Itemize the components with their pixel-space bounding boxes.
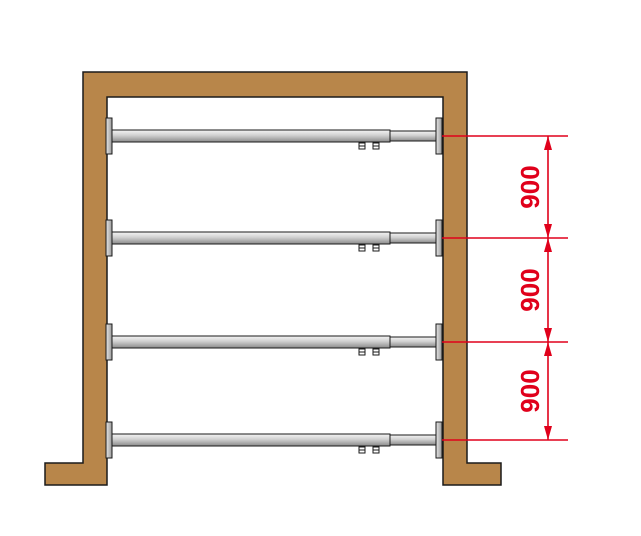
strut-end-plate	[105, 421, 113, 459]
dimension-arrow	[544, 224, 552, 238]
dimension-label: 900	[515, 268, 545, 311]
dimension-arrow	[544, 342, 552, 356]
strut-sleeve	[389, 434, 437, 446]
strut-end-plate	[435, 421, 443, 459]
strut-pipe	[111, 231, 391, 245]
strut-end-plate	[435, 219, 443, 257]
dimension-arrow	[544, 238, 552, 252]
strut-end-plate	[435, 117, 443, 155]
strut	[105, 219, 443, 257]
strut	[105, 421, 443, 459]
strut-sleeve	[389, 336, 437, 348]
strut-end-plate	[105, 219, 113, 257]
strut-end-plate	[105, 323, 113, 361]
strut	[105, 117, 443, 155]
dimension-lines: 900 900 900	[442, 135, 568, 441]
dimension-arrow	[544, 426, 552, 440]
strut	[105, 323, 443, 361]
strut-pipe	[111, 129, 391, 143]
trench-wall	[44, 71, 502, 486]
strut-pipe	[111, 335, 391, 349]
dimension-arrow	[544, 136, 552, 150]
dimension-arrow	[544, 328, 552, 342]
strut-end-plate	[105, 117, 113, 155]
dimension-label: 900	[515, 165, 545, 208]
dimension-label: 900	[515, 369, 545, 412]
struts	[105, 117, 443, 459]
strut-end-plate	[435, 323, 443, 361]
strut-sleeve	[389, 130, 437, 142]
strut-pipe	[111, 433, 391, 447]
strut-sleeve	[389, 232, 437, 244]
